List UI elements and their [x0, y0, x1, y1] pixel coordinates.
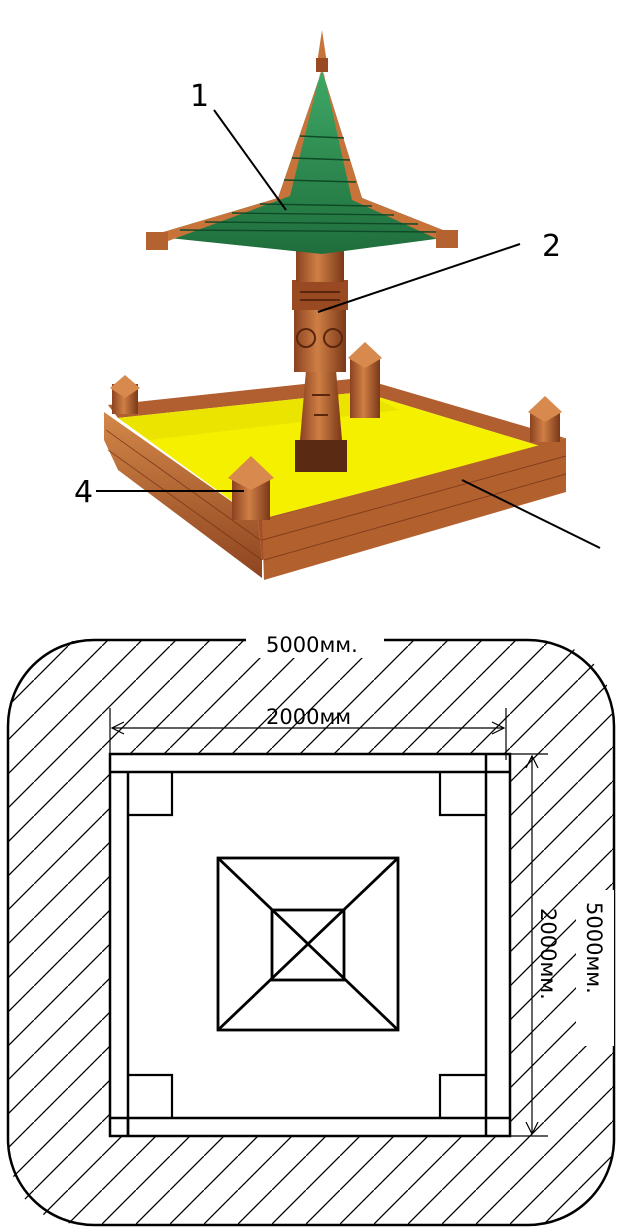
- callout-3-line: [461, 479, 601, 549]
- corner-squares: [128, 772, 486, 1118]
- outer-height-label-gap: [576, 890, 614, 1046]
- callout-4-label: 4: [74, 475, 93, 510]
- front-wall: [104, 412, 262, 578]
- inner-width-dimension: 2000мм: [109, 705, 507, 760]
- hatched-surround: [8, 640, 614, 1225]
- callout-1: 1: [190, 79, 287, 211]
- corner-post-front: [228, 456, 274, 520]
- callout-2-label: 2: [542, 229, 561, 264]
- inner-width-label: 2000мм: [266, 705, 351, 729]
- corner-post-right: [528, 396, 562, 442]
- central-pillar: [292, 232, 348, 472]
- plan-drawing: 5000мм. 5000мм.: [6, 630, 616, 1227]
- corner-post-back: [348, 342, 382, 418]
- outer-width-label-gap: [246, 630, 384, 658]
- outer-width-label: 5000мм.: [266, 633, 358, 657]
- callout-2: 2: [317, 229, 561, 313]
- roof: [146, 30, 458, 254]
- inner-height-dimension: 2000мм.: [490, 753, 560, 1137]
- back-wall: [108, 378, 565, 446]
- callout-1-label: 1: [190, 79, 209, 114]
- roof-ornament-right: [436, 230, 458, 248]
- outer-height-label: 5000мм.: [582, 902, 606, 994]
- sandbox-illustration: 1 2 4: [74, 30, 601, 580]
- corner-post-back-left: [110, 375, 140, 414]
- callout-4: 4: [74, 475, 244, 510]
- roof-plan: [216, 856, 400, 1032]
- roof-ornament-left: [146, 232, 168, 250]
- roof-right-frame: [322, 70, 458, 244]
- front-wall-bottom: [262, 438, 566, 580]
- plank-lines: [105, 429, 567, 561]
- inner-height-label: 2000мм.: [536, 908, 560, 1000]
